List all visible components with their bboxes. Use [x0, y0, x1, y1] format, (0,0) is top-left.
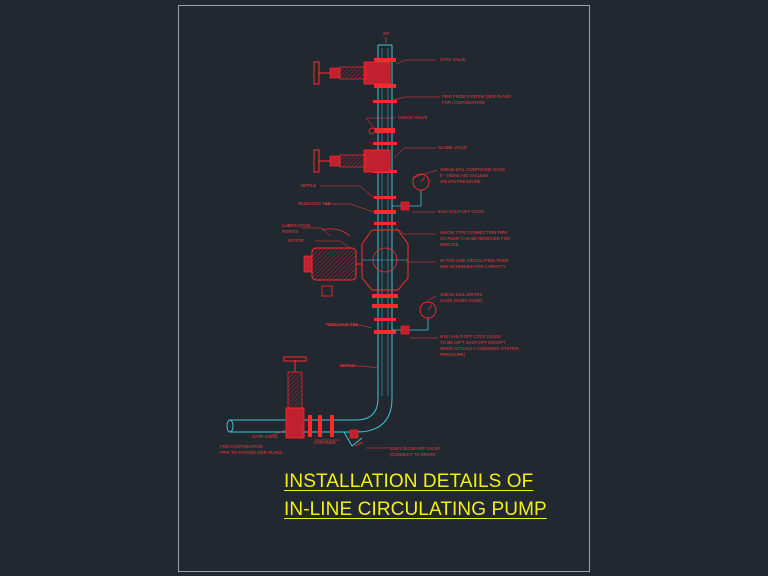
label-nipple-bot: NIPPLE	[340, 363, 355, 368]
compound-gauge	[392, 173, 430, 211]
label-shutoff-bot-4: PRESSURE)	[440, 352, 466, 357]
pressure-gauge	[392, 301, 437, 335]
label-pipe-riser-1: PIPE FROM SYSTEM (SEE PLANS	[442, 94, 511, 99]
leader-lines	[269, 59, 440, 449]
riser-flanges	[372, 100, 398, 334]
bottom-gate-valve	[283, 356, 307, 439]
label-lubrication-1: LUBRICATION	[282, 223, 311, 228]
label-pipe-riser-2: FOR CONTINUATION	[442, 100, 485, 105]
label-union-3: SERVICE	[440, 242, 459, 247]
label-blowoff-2: (CONNECT TO DRAIN)	[390, 452, 436, 457]
label-gauge-top-2: 0 - 760mm HG VACUUM	[440, 173, 488, 178]
label-continuation-2: PIPE TO SYSTEM (SEE PLANS	[220, 450, 282, 455]
label-pump-2: SEE SCHEDULE FOR CAPACITY	[440, 264, 506, 269]
label-lubrication-2: POINTS	[282, 229, 298, 234]
label-gauge-top-3: 400 kPa PRESSURE	[440, 179, 481, 184]
label-reducing-tee-top: REDUCING TEE	[298, 201, 331, 206]
check-valve	[368, 127, 395, 135]
label-strainer: STRAINER	[314, 440, 336, 445]
drawing-border	[178, 5, 590, 572]
label-nipple-top: NIPPLE	[301, 183, 316, 188]
label-shutoff-bot-3: WHEN ACTUALLY CHECKING SYSTEM	[440, 346, 519, 351]
label-blowoff-1: 20mm BLOW-OFF VALVE	[390, 446, 440, 451]
label-pump-1: IN-THE-LINE CIRCULATING PUMP	[440, 258, 509, 263]
strainer	[343, 429, 364, 447]
label-union-2: SO PUMP CAN BE REMOVED FOR	[440, 236, 510, 241]
label-gauge-bot-1: 100mm DIAL 400 kPa	[440, 292, 482, 297]
label-union-1: UNION TYPE CONNECTION PIPE	[440, 230, 507, 235]
label-gate-valve-bot: GATE VALVE	[252, 434, 278, 439]
label-shutoff-bot-2: TO BE LEFT SHUT-OFF EXCEPT	[440, 340, 506, 345]
label-motor: MOTOR	[288, 238, 304, 243]
label-continuation-1: FOR CONTINUATION	[220, 444, 263, 449]
drawing-title-line-2: IN-LINE CIRCULATING PUMP	[284, 499, 547, 520]
label-shutoff-cock-top: 6mm SHUT-OFF COCK	[438, 209, 484, 214]
top-mark: GP	[383, 31, 389, 36]
label-shutoff-bot-1: 6mm SHUT-OFF COCK (GAGE	[440, 334, 501, 339]
main-riser-pipe	[226, 44, 393, 433]
circulating-pump	[361, 229, 409, 291]
drawing-title-line-1: INSTALLATION DETAILS OF	[284, 471, 534, 492]
label-reducing-tee-bot: REDUCING TEE	[326, 322, 359, 327]
horizontal-flanges	[308, 415, 334, 437]
label-globe-valve: GLOBE VALVE	[438, 145, 467, 150]
top-gate-valve	[313, 58, 396, 88]
label-gate-valve-top: GATE VALVE	[440, 57, 466, 62]
label-gauge-bot-2: GAGE (SAME GAGE)	[440, 298, 483, 303]
label-check-valve: CHECK VALVE	[398, 115, 428, 120]
label-gauge-top-1: 100mm DIAL COMPOUND GAGE	[440, 167, 505, 172]
globe-valve	[313, 149, 391, 173]
pump-motor	[303, 228, 362, 297]
